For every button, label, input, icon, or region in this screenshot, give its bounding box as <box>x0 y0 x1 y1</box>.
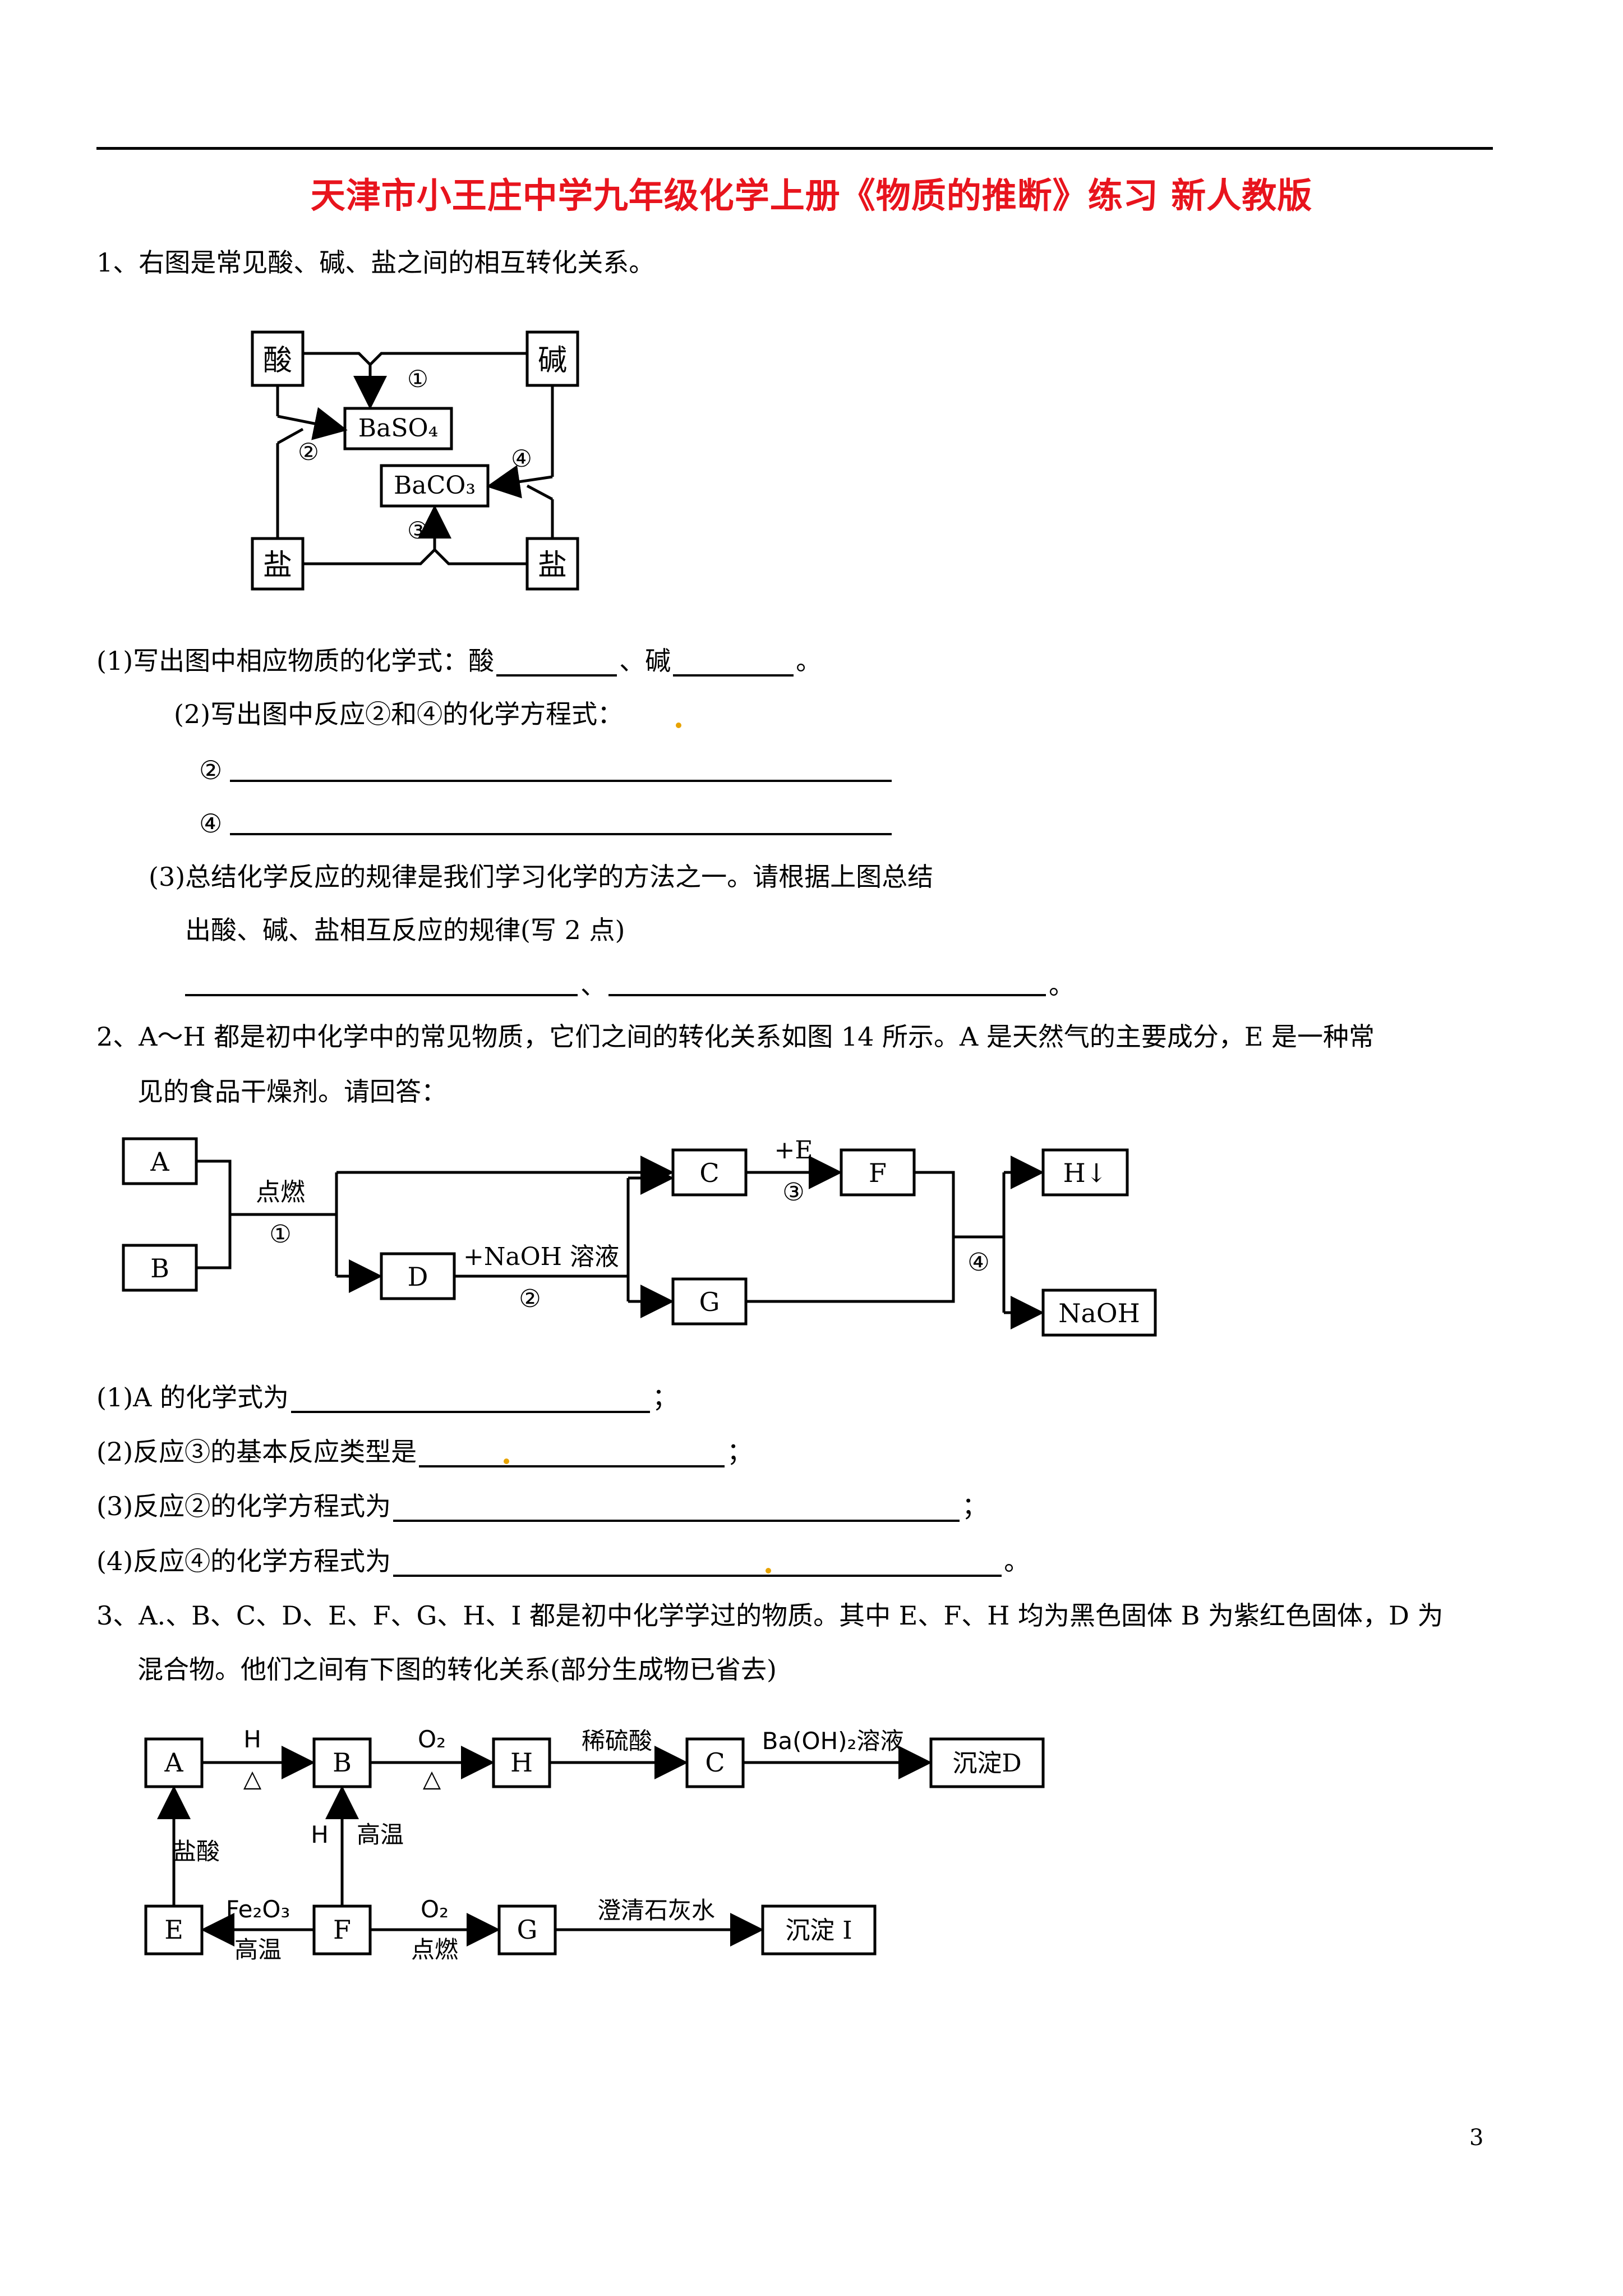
q2-g-label: G <box>699 1287 720 1317</box>
q3-dilute-acid-label: 稀硫酸 <box>582 1727 652 1755</box>
q1-part3-b: 出酸、碱、盐相互反应的规律(写 2 点) <box>185 915 625 945</box>
q1-salt-right-label: 盐 <box>538 549 567 582</box>
q3-ignite-label: 点燃 <box>411 1936 458 1963</box>
q2-naoh-solution-label: +NaOH 溶液 <box>463 1243 619 1271</box>
q3-e-label: E <box>164 1915 183 1945</box>
stray-dot <box>676 723 681 728</box>
q1-acid-label: 酸 <box>263 344 292 378</box>
q2-diagram: A B D C G F H↓ NaOH 点燃 ① +NaOH 溶液 ② +E ③… <box>122 1136 1157 1337</box>
q2-part4-end: 。 <box>1004 1546 1030 1576</box>
q1-part3-sep: 、 <box>580 970 606 1000</box>
q1-part2-line1-blank[interactable] <box>230 780 892 782</box>
q2-c-label: C <box>699 1158 719 1188</box>
q2-part3-end: ； <box>962 1491 988 1521</box>
q3-diagram: A B H C E F G 沉淀D 沉淀 I H △ O₂ △ 稀硫酸 Ba(O… <box>144 1726 1045 1963</box>
stray-dot <box>766 1568 771 1573</box>
stray-dot <box>504 1458 509 1464</box>
q3-g-label: G <box>517 1915 538 1945</box>
q1-diagram: 酸 碱 盐 盐 BaSO₄ BaCO₃ ① ② ③ ④ <box>251 330 579 591</box>
q2-d-label: D <box>408 1262 428 1292</box>
q3-stem-a: 3、A.、B、C、D、E、F、G、H、I 都是初中化学学过的物质。其中 E、F、… <box>96 1600 1444 1631</box>
q3-fe2o3-label: Fe₂O₃ <box>226 1895 290 1923</box>
q2-plus-e-label: +E <box>774 1136 813 1165</box>
q2-h-label: H↓ <box>1063 1158 1108 1188</box>
q2-num-3: ③ <box>782 1178 804 1207</box>
q2-part4: (4)反应④的化学方程式为 。 <box>96 1545 1030 1577</box>
q3-stem-b: 混合物。他们之间有下图的转化关系(部分生成物已省去) <box>137 1654 777 1685</box>
q3-delta-2: △ <box>423 1765 441 1792</box>
q2-part1-text: (1)A 的化学式为 <box>96 1382 289 1412</box>
q3-f-label: F <box>333 1915 351 1945</box>
q1-part3-a: (3)总结化学反应的规律是我们学习化学的方法之一。请根据上图总结 <box>149 862 934 892</box>
q1-num-2: ② <box>298 438 319 466</box>
q2-b-label: B <box>150 1253 169 1283</box>
q2-part3: (3)反应②的化学方程式为 ； <box>96 1490 988 1522</box>
q1-num-3: ③ <box>407 517 428 544</box>
q3-o2-label-2: O₂ <box>421 1895 449 1923</box>
q2-part4-text: (4)反应④的化学方程式为 <box>96 1546 391 1576</box>
q2-ignite-label: 点燃 <box>256 1178 305 1207</box>
q2-part1-end: ； <box>652 1382 679 1412</box>
q2-stem-a: 2、A～H 都是初中化学中的常见物质，它们之间的转化关系如图 14 所示。A 是… <box>96 1022 1375 1052</box>
q3-a-label: A <box>164 1747 183 1778</box>
q2-part3-text: (3)反应②的化学方程式为 <box>96 1491 391 1521</box>
q3-h-over-arrow: H <box>243 1726 261 1753</box>
q1-base-label: 碱 <box>538 344 567 378</box>
q3-limewater-label: 澄清石灰水 <box>597 1897 715 1924</box>
q1-part3-end: 。 <box>1049 970 1075 1000</box>
q3-high-temp-label-1: 高温 <box>357 1821 404 1848</box>
q2-num-2: ② <box>519 1285 541 1313</box>
q2-part4-blank[interactable] <box>393 1550 1002 1577</box>
q2-stem-b: 见的食品干燥剂。请回答： <box>137 1076 447 1107</box>
q2-part2-end: ； <box>727 1437 753 1467</box>
q2-a-label: A <box>150 1147 169 1177</box>
q3-h-label: H <box>510 1747 533 1778</box>
q3-h-vertical-label: H <box>311 1821 329 1848</box>
q1-part1-text-b: 、碱 <box>619 646 671 676</box>
q2-part2-blank[interactable] <box>419 1441 725 1467</box>
q2-num-4: ④ <box>967 1248 989 1277</box>
q1-part2-line1-label: ② <box>199 755 223 785</box>
q1-stem: 1、右图是常见酸、碱、盐之间的相互转化关系。 <box>96 247 655 278</box>
q1-part2-line2-label: ④ <box>199 808 223 839</box>
q1-num-4: ④ <box>511 445 532 472</box>
q1-base-blank[interactable] <box>673 650 794 677</box>
q1-part1-text-a: (1)写出图中相应物质的化学式：酸 <box>96 646 495 676</box>
q1-baco3-label: BaCO₃ <box>394 471 476 500</box>
q2-num-1: ① <box>269 1220 291 1249</box>
q1-part2-line2-blank[interactable] <box>230 833 892 835</box>
q2-part1: (1)A 的化学式为 ； <box>96 1382 678 1413</box>
q3-c-label: C <box>705 1747 725 1778</box>
q3-hcl-label: 盐酸 <box>173 1838 220 1865</box>
q3-b-label: B <box>333 1747 352 1778</box>
q2-part2-text: (2)反应③的基本反应类型是 <box>96 1437 417 1467</box>
q3-baoh2-label: Ba(OH)₂溶液 <box>762 1727 904 1755</box>
q1-part1: (1)写出图中相应物质的化学式：酸 、碱 。 <box>96 645 822 677</box>
q3-d-label: 沉淀D <box>952 1749 1021 1778</box>
q3-i-label: 沉淀 I <box>785 1916 852 1945</box>
q2-naoh-label: NaOH <box>1058 1298 1140 1328</box>
q3-high-temp-label-2: 高温 <box>234 1936 282 1963</box>
q2-part3-blank[interactable] <box>393 1495 960 1522</box>
q1-acid-blank[interactable] <box>496 650 617 677</box>
q1-num-1: ① <box>407 365 428 393</box>
q1-salt-left-label: 盐 <box>263 549 292 582</box>
q1-part2: (2)写出图中反应②和④的化学方程式： <box>174 699 624 729</box>
q1-part3-blank-1[interactable] <box>185 994 578 996</box>
q1-part1-text-c: 。 <box>796 646 822 676</box>
q1-part3-blank-2[interactable] <box>608 994 1046 996</box>
page-title: 天津市小王庄中学九年级化学上册《物质的推断》练习 新人教版 <box>310 175 1313 216</box>
page-number: 3 <box>1469 2125 1484 2151</box>
q2-part2: (2)反应③的基本反应类型是 ； <box>96 1436 753 1467</box>
q1-baso4-label: BaSO₄ <box>358 414 438 443</box>
header-rule <box>96 147 1493 150</box>
q3-o2-label-1: O₂ <box>418 1726 446 1753</box>
q2-f-label: F <box>869 1158 887 1188</box>
q2-part1-blank[interactable] <box>291 1386 651 1413</box>
q3-delta-1: △ <box>243 1765 262 1792</box>
